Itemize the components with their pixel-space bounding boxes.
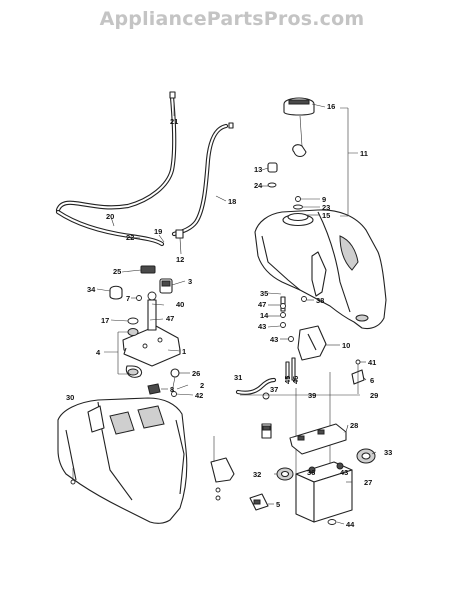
callout-44: 44 <box>346 520 355 529</box>
pivot-8[interactable] <box>147 383 161 395</box>
body-shell[interactable] <box>57 397 188 524</box>
callout-31: 31 <box>234 373 242 382</box>
clamp-41-6[interactable] <box>351 359 365 394</box>
callout-28: 28 <box>350 421 358 430</box>
callout-1: 1 <box>182 347 186 356</box>
callout-26: 26 <box>192 369 200 378</box>
callout-17: 17 <box>101 316 109 325</box>
callout-34: 34 <box>87 285 96 294</box>
watermark: AppliancePartsPros.com <box>99 8 365 30</box>
switch-3[interactable] <box>159 278 173 294</box>
callout-8: 8 <box>170 385 174 394</box>
callout-12: 12 <box>176 255 184 264</box>
callout-10: 10 <box>342 341 350 350</box>
terminal-cap-32[interactable] <box>276 467 294 481</box>
battery-27[interactable] <box>295 461 353 523</box>
fuse-holder-5[interactable] <box>249 493 269 511</box>
callout-40: 40 <box>176 300 184 309</box>
callout-35: 35 <box>260 289 268 298</box>
callout-7: 7 <box>126 294 130 303</box>
callout-46: 46 <box>291 376 300 384</box>
callout-43-mid: 43 <box>270 335 278 344</box>
bushing-17[interactable] <box>127 317 139 336</box>
control-bracket[interactable] <box>122 291 181 367</box>
callout-24: 24 <box>254 181 263 190</box>
callout-14: 14 <box>260 311 269 320</box>
fuel-cap[interactable] <box>283 97 315 158</box>
callout-32: 32 <box>253 470 261 479</box>
callout-42: 42 <box>195 391 203 400</box>
switch-25[interactable] <box>140 265 156 274</box>
callout-21: 21 <box>170 117 178 126</box>
callout-30: 30 <box>66 393 74 402</box>
knob-34[interactable] <box>109 285 123 300</box>
callout-39: 39 <box>308 391 316 400</box>
callout-33: 33 <box>384 448 392 457</box>
terminal-cap-33[interactable] <box>356 448 376 464</box>
callout-labels: 16 11 13 24 9 23 15 21 18 20 19 22 12 25… <box>66 102 392 529</box>
fuel-tank[interactable] <box>254 209 387 330</box>
callout-43-upper: 43 <box>258 322 266 331</box>
callout-25: 25 <box>113 267 121 276</box>
callout-9: 9 <box>322 195 326 204</box>
callout-38: 38 <box>316 296 324 305</box>
fuel-line[interactable] <box>55 91 234 247</box>
callout-22: 22 <box>126 233 134 242</box>
callout-23: 23 <box>322 203 330 212</box>
cable-clamp-7[interactable] <box>136 295 142 301</box>
callout-6: 6 <box>370 376 374 385</box>
callout-13: 13 <box>254 165 262 174</box>
callout-45: 45 <box>283 376 292 384</box>
nut-44[interactable] <box>327 519 337 525</box>
callout-16: 16 <box>327 102 335 111</box>
spring-4[interactable] <box>125 365 143 378</box>
callout-36: 36 <box>307 468 315 477</box>
leaders-left <box>96 104 227 396</box>
callout-15: 15 <box>322 211 330 220</box>
tank-bracket-10[interactable] <box>297 325 327 361</box>
callout-27: 27 <box>364 478 372 487</box>
terminal-boot-left[interactable] <box>261 423 272 439</box>
callout-47-left: 47 <box>166 314 174 323</box>
callout-11: 11 <box>360 149 368 158</box>
leaders-right <box>261 103 377 525</box>
callout-47-right: 47 <box>258 300 266 309</box>
tank-vent-valve[interactable] <box>267 162 303 210</box>
pedal-lever-26[interactable] <box>170 368 180 397</box>
callout-19: 19 <box>154 227 162 236</box>
callout-2: 2 <box>200 381 204 390</box>
callout-3: 3 <box>188 277 192 286</box>
battery-tray-28[interactable] <box>289 423 347 455</box>
callout-4: 4 <box>96 348 101 357</box>
battery-cable-31[interactable] <box>235 377 277 400</box>
callout-5: 5 <box>276 500 280 509</box>
callout-37: 37 <box>270 385 278 394</box>
callout-18: 18 <box>228 197 236 206</box>
callout-29: 29 <box>370 391 378 400</box>
callout-43-lower: 43 <box>340 468 348 477</box>
callout-20: 20 <box>106 212 114 221</box>
bracket-bolt-set[interactable] <box>70 436 235 501</box>
hardware-column[interactable] <box>280 296 307 381</box>
callout-41: 41 <box>368 358 376 367</box>
